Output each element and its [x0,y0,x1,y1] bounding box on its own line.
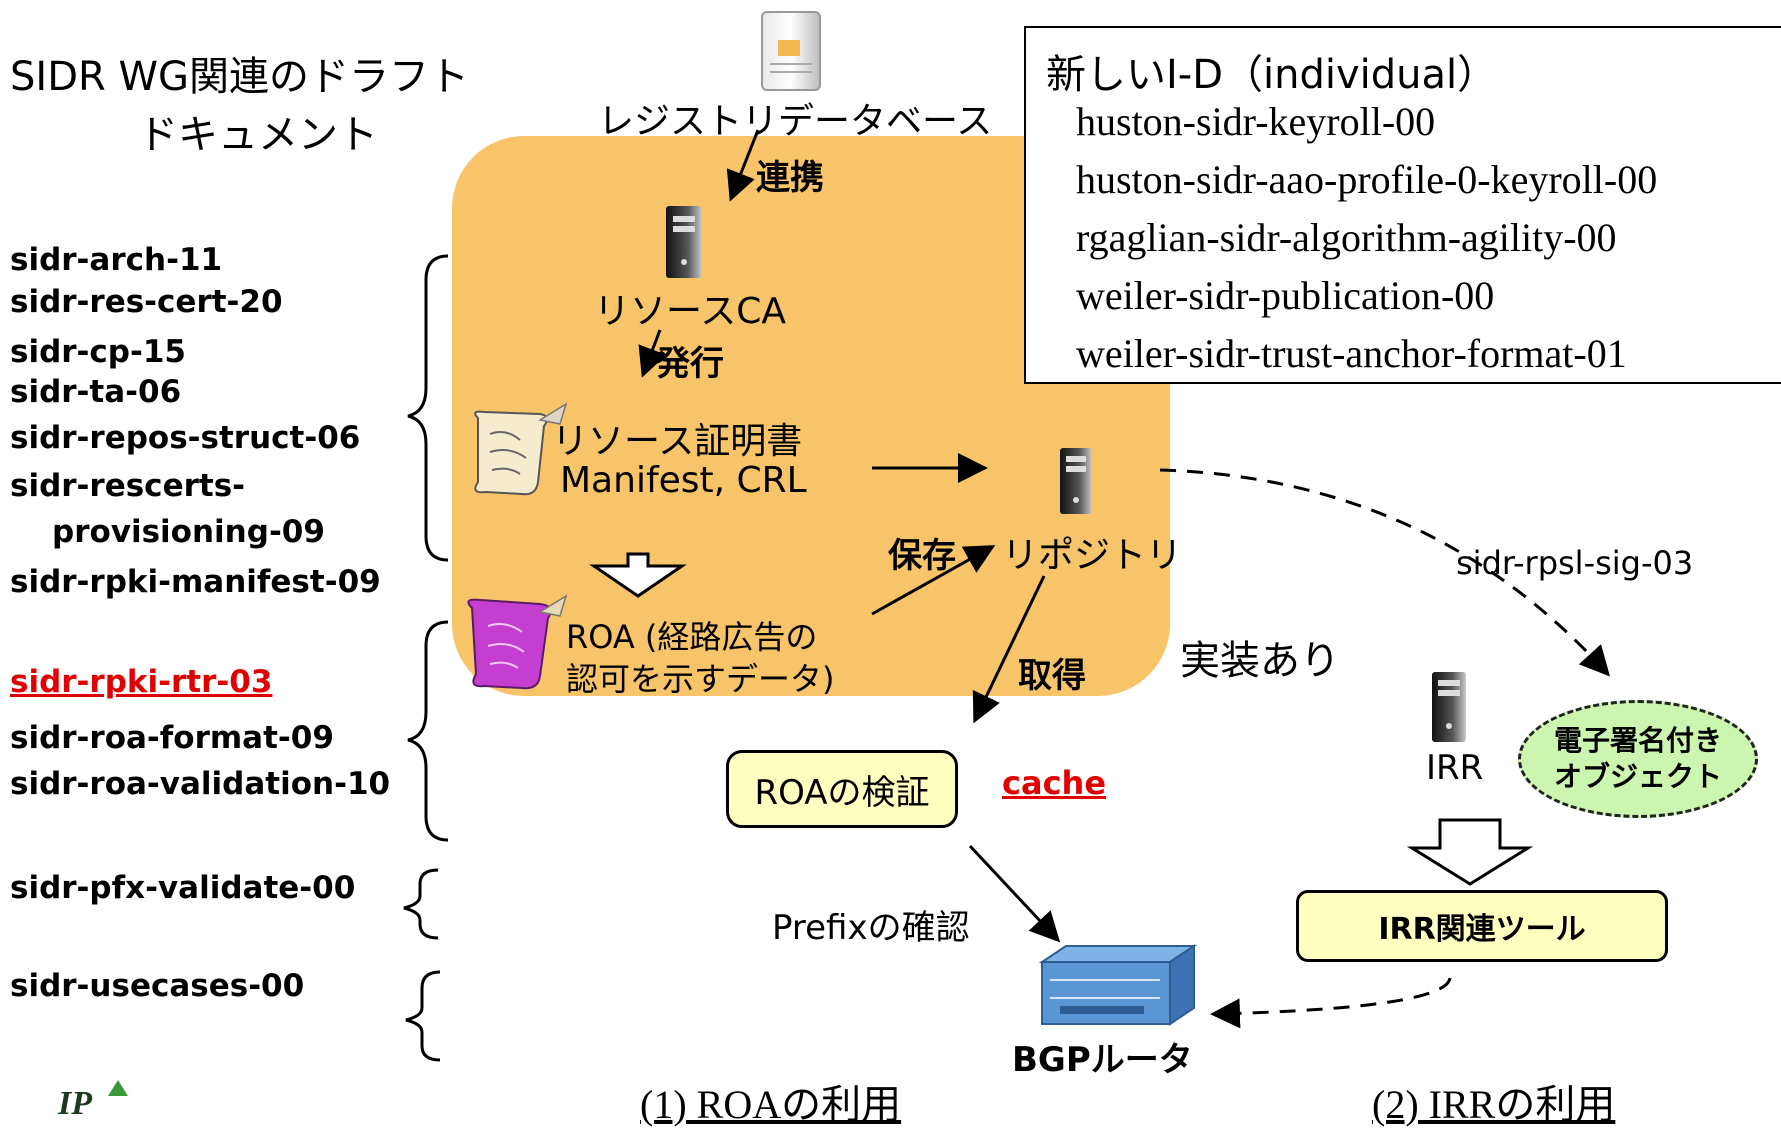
purple-scroll-icon [467,594,568,690]
draft-roa-validation: sidr-roa-validation-10 [10,766,391,802]
page-title: SIDR WG関連のドラフト ドキュメント [10,48,490,164]
cache-link[interactable]: cache [1002,764,1107,802]
irr-tools-label: IRR関連ツール [1378,912,1586,947]
draft-rpki-manifest: sidr-rpki-manifest-09 [10,564,381,600]
brace-usecases [405,970,441,1062]
draft-rpki-rtr[interactable]: sidr-rpki-rtr-03 [10,664,273,700]
prefix-arrow [968,844,1061,943]
signed-object-line2: オブジェクト [1553,760,1722,793]
implemented-label: 実装あり [1180,638,1340,684]
server-icon [666,206,702,278]
link-label: 連携 [756,158,824,198]
roa-validation-box: ROAの検証 [726,750,958,828]
draft-pfx-validate: sidr-pfx-validate-00 [10,870,356,906]
draft-res-cert: sidr-res-cert-20 [10,284,283,320]
scroll-icon [474,402,568,496]
svg-text:IP: IP [57,1085,92,1118]
server-tall-icon [761,11,821,91]
router-icon [1038,944,1198,1026]
new-id-item: rgaglian-sidr-algorithm-agility-00 [1076,215,1617,260]
roa-to-repo-arrow [871,545,996,616]
draft-cp: sidr-cp-15 [10,334,186,370]
roa-validation-label: ROAの検証 [754,772,930,813]
hollow-down-arrow-right [1406,818,1534,886]
repository-label: リポジトリ [1002,535,1183,576]
resource-ca-label: リソースCA [594,291,786,332]
new-id-item: weiler-sidr-trust-anchor-format-01 [1076,331,1627,376]
draft-arch: sidr-arch-11 [10,242,223,278]
prefix-check-label: Prefixの確認 [772,908,970,948]
title-line2: ドキュメント [138,112,378,158]
issue-arrow [638,329,667,378]
new-id-title: 新しいI-D（individual） [1046,52,1498,98]
link-arrow [726,129,760,202]
registry-db-label: レジストリデータベース [598,101,993,142]
new-id-item: huston-sidr-aao-profile-0-keyroll-00 [1076,157,1658,202]
draft-provisioning: provisioning-09 [52,514,325,550]
brace-group1 [407,254,449,562]
brace-pfx [403,868,439,940]
irr-tools-box: IRR関連ツール [1296,890,1668,962]
irr-label: IRR [1426,748,1484,788]
bgp-router-label: BGPルータ [1012,1040,1193,1080]
logo-icon: IP [57,1080,128,1118]
issue-label: 発行 [656,344,724,384]
new-id-item: huston-sidr-keyroll-00 [1076,99,1436,144]
server-icon [1060,448,1092,514]
server-icon [1432,672,1466,742]
resource-cert-label: リソース証明書 [552,421,803,462]
new-id-box: 新しいI-D（individual） huston-sidr-keyroll-0… [1024,26,1781,384]
signed-object-line1: 電子署名付き [1553,724,1722,757]
fetch-label: 取得 [1018,656,1086,696]
roa-label-line2: 認可を示すデータ) [566,660,835,698]
manifest-crl-label: Manifest, CRL [560,460,807,501]
draft-rescerts: sidr-rescerts- [10,468,246,504]
rpsl-dashed-arrow [1159,468,1611,677]
roa-label-line1: ROA (経路広告の [566,618,818,656]
draft-roa-format: sidr-roa-format-09 [10,720,334,756]
new-id-item: weiler-sidr-publication-00 [1076,273,1495,318]
draft-repos-struct: sidr-repos-struct-06 [10,420,361,456]
title-line1: SIDR WG関連のドラフト [10,54,470,100]
signed-object-ellipse: 電子署名付き オブジェクト [1518,700,1758,818]
draft-usecases: sidr-usecases-00 [10,968,305,1004]
store-label: 保存 [888,536,956,576]
draft-ta: sidr-ta-06 [10,374,182,410]
brace-group2 [407,620,449,842]
fetch-arrow [972,575,1046,724]
irr-to-bgp-dashed-arrow [1210,977,1452,1029]
hollow-down-arrow-left [589,552,687,598]
